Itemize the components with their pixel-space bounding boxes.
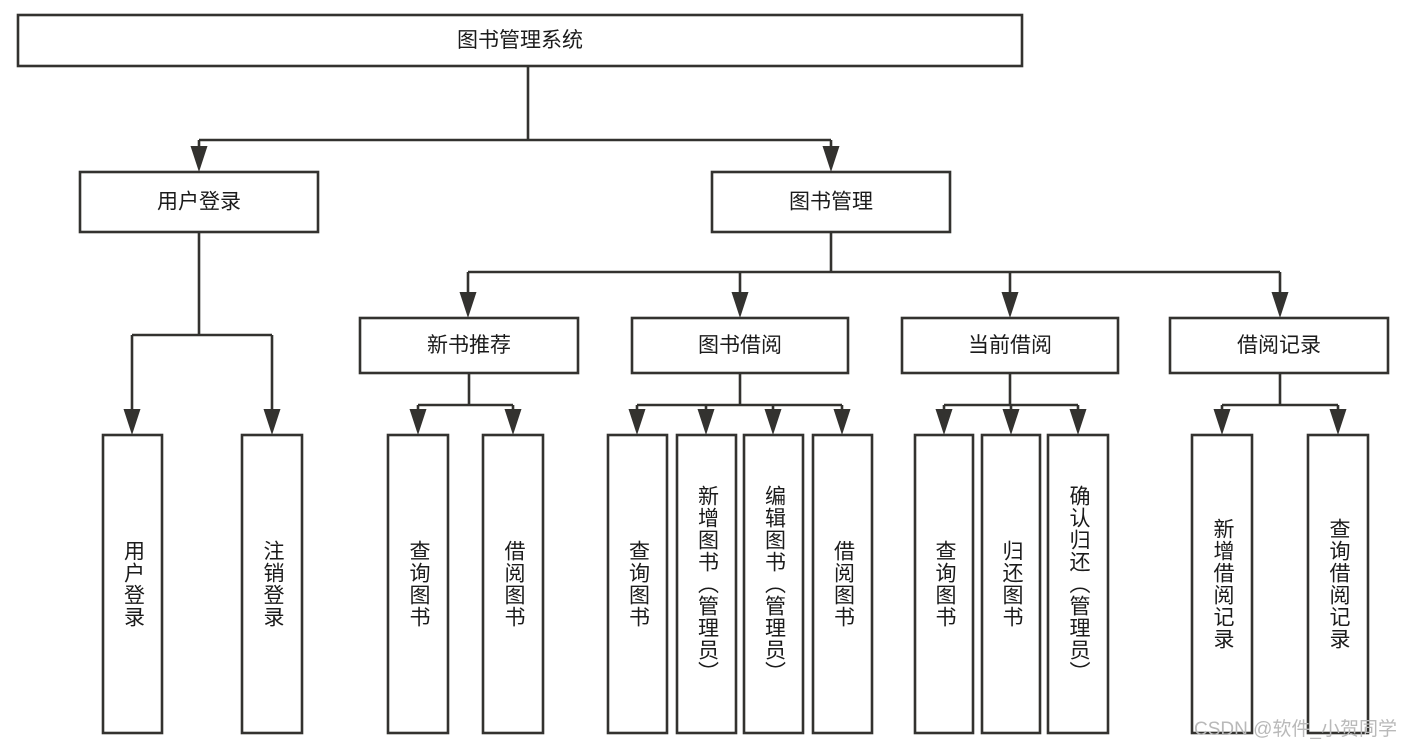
- node-leaf-query-book-3[interactable]: [913, 433, 975, 735]
- node-user-login[interactable]: 用户登录: [78, 170, 320, 234]
- node-box-level3[interactable]: [900, 316, 1120, 375]
- node-leaf-edit-book[interactable]: [742, 433, 805, 735]
- connector-drop: [504, 405, 522, 435]
- arrow-head-icon: [504, 409, 522, 435]
- connector-book-manage-bus: [468, 232, 1280, 274]
- connector-drop: [822, 140, 840, 172]
- node-leaf-borrow-book-1[interactable]: [481, 433, 545, 735]
- node-leaf-confirm-return[interactable]: [1046, 433, 1110, 735]
- connector-current-borrow-bus: [944, 373, 1078, 407]
- arrow-head-icon: [1329, 409, 1347, 435]
- node-current-borrow[interactable]: 当前借阅: [900, 316, 1120, 375]
- node-box-leaf[interactable]: [1190, 433, 1254, 735]
- node-box-leaf[interactable]: [606, 433, 669, 735]
- node-label: 新书推荐: [427, 334, 511, 357]
- node-box-level2[interactable]: [78, 170, 320, 234]
- arrow-head-icon: [935, 409, 953, 435]
- arrow-head-icon: [764, 409, 782, 435]
- node-label: 借阅记录: [1237, 334, 1321, 357]
- node-box-leaf[interactable]: [240, 433, 304, 735]
- connector-drop: [459, 272, 477, 318]
- node-box-leaf[interactable]: [1046, 433, 1110, 735]
- arrow-head-icon: [123, 409, 141, 435]
- arrow-head-icon: [1213, 409, 1231, 435]
- arrow-head-icon: [628, 409, 646, 435]
- node-box-leaf[interactable]: [481, 433, 545, 735]
- node-label: 当前借阅: [968, 334, 1052, 357]
- node-leaf-add-record[interactable]: [1190, 433, 1254, 735]
- connector-drop: [263, 335, 281, 435]
- arrow-head-icon: [263, 409, 281, 435]
- node-new-book-recommend[interactable]: 新书推荐: [358, 316, 580, 375]
- node-box-level3[interactable]: [1168, 316, 1390, 375]
- node-root[interactable]: 图书管理系统: [16, 13, 1024, 68]
- connector-drop: [764, 405, 782, 435]
- node-leaf-query-book-1[interactable]: [386, 433, 450, 735]
- connector-drop: [628, 405, 646, 435]
- node-label: 图书借阅: [698, 334, 782, 357]
- arrow-head-icon: [1002, 409, 1020, 435]
- node-label: 图书管理系统: [457, 29, 583, 52]
- connector-drop: [1213, 405, 1231, 435]
- connector-drop: [833, 405, 851, 435]
- connector-record-bus: [1222, 373, 1338, 407]
- node-leaf-query-record[interactable]: [1306, 433, 1370, 735]
- connector-drop: [1001, 272, 1019, 318]
- node-box-level3[interactable]: [630, 316, 850, 375]
- node-box-leaf[interactable]: [1306, 433, 1370, 735]
- node-label: 图书管理: [789, 191, 873, 214]
- connector-drop: [190, 140, 208, 172]
- arrow-head-icon: [190, 146, 208, 172]
- node-label: 用户登录: [157, 191, 241, 214]
- node-borrow-record[interactable]: 借阅记录: [1168, 316, 1390, 375]
- connector-drop: [935, 405, 953, 435]
- arrow-head-icon: [409, 409, 427, 435]
- connector-drop: [1329, 405, 1347, 435]
- node-leaf-logout[interactable]: [240, 433, 304, 735]
- node-leaf-return-book[interactable]: [980, 433, 1042, 735]
- node-box-leaf[interactable]: [101, 433, 164, 735]
- csdn-watermark: CSDN @软件_小贺同学: [1194, 719, 1397, 740]
- node-box-leaf[interactable]: [980, 433, 1042, 735]
- arrow-head-icon: [1001, 292, 1019, 318]
- node-box-level3[interactable]: [358, 316, 580, 375]
- node-box-leaf[interactable]: [811, 433, 874, 735]
- arrow-head-icon: [731, 292, 749, 318]
- node-book-manage[interactable]: 图书管理: [710, 170, 952, 234]
- arrow-head-icon: [833, 409, 851, 435]
- connector-drop: [697, 405, 715, 435]
- arrow-head-icon: [459, 292, 477, 318]
- node-box-root[interactable]: [16, 13, 1024, 68]
- node-box-leaf[interactable]: [913, 433, 975, 735]
- node-book-borrow[interactable]: 图书借阅: [630, 316, 850, 375]
- node-leaf-add-book[interactable]: [675, 433, 738, 735]
- node-box-leaf[interactable]: [742, 433, 805, 735]
- connector-borrow-bus: [637, 373, 842, 407]
- connector-recommend-bus: [418, 373, 513, 407]
- connector-drop: [1002, 405, 1020, 435]
- node-box-leaf[interactable]: [386, 433, 450, 735]
- node-leaf-user-login[interactable]: [101, 433, 164, 735]
- node-leaf-borrow-book-2[interactable]: [811, 433, 874, 735]
- connector-user-login-bus: [132, 232, 272, 337]
- connector-drop: [123, 335, 141, 435]
- node-box-leaf[interactable]: [675, 433, 738, 735]
- arrow-head-icon: [697, 409, 715, 435]
- arrow-head-icon: [822, 146, 840, 172]
- connector-drop: [1069, 405, 1087, 435]
- node-leaf-query-book-2[interactable]: [606, 433, 669, 735]
- connector-root-bus: [199, 66, 831, 142]
- node-box-level2[interactable]: [710, 170, 952, 234]
- arrow-head-icon: [1069, 409, 1087, 435]
- connector-drop: [1271, 272, 1289, 318]
- arrow-head-icon: [1271, 292, 1289, 318]
- connector-drop: [731, 272, 749, 318]
- connector-drop: [409, 405, 427, 435]
